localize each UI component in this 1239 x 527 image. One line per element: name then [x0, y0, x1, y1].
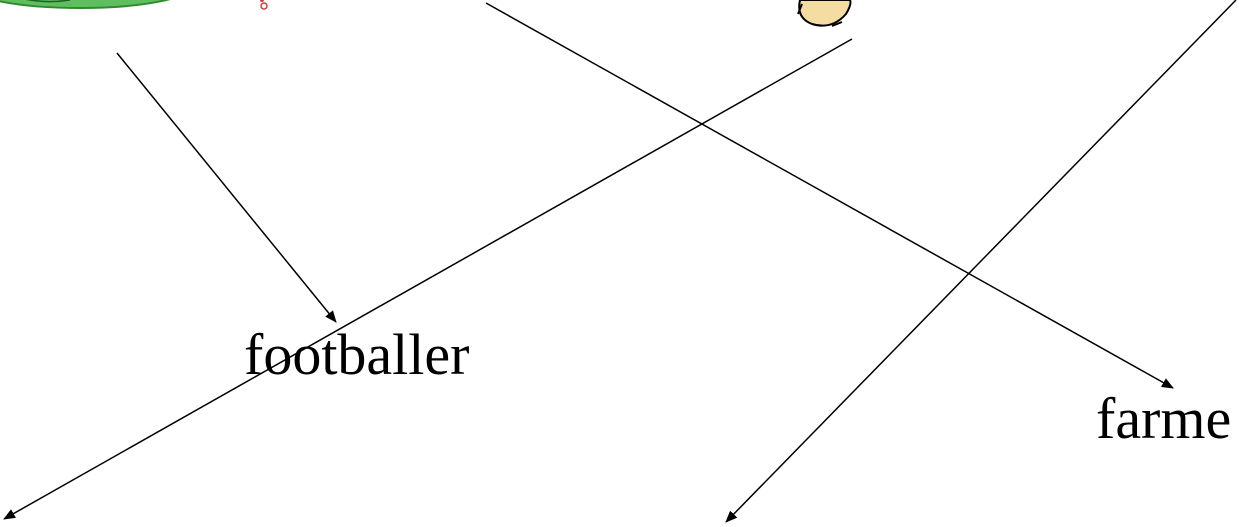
partial-picture-red-mark	[260, 0, 267, 9]
arrow-1	[117, 53, 336, 322]
word-label-footballer: footballer	[244, 326, 469, 384]
partial-picture-cartoon-figure	[798, 0, 851, 26]
arrow-3	[4, 39, 852, 519]
partial-picture-green-ellipse	[0, 0, 192, 8]
arrow-2	[486, 3, 1173, 388]
word-label-farmer: farme	[1096, 390, 1231, 448]
